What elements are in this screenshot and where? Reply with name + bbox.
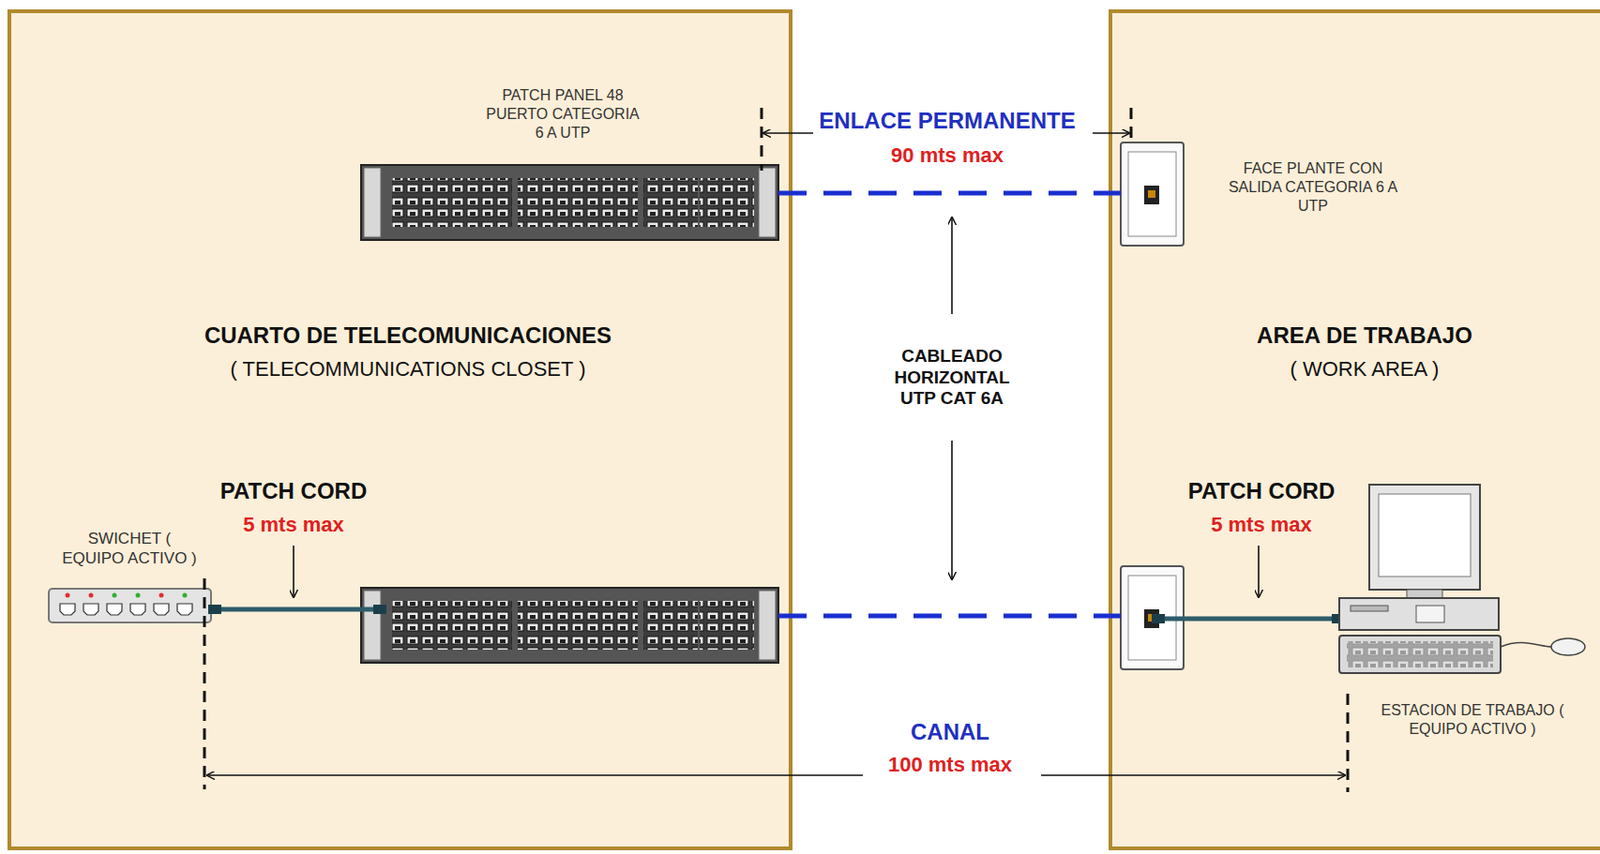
room-outline bbox=[9, 11, 791, 849]
faceplate bbox=[1120, 142, 1184, 246]
dimension-label: PATCH CORD bbox=[1182, 478, 1341, 506]
switch-node: SWICHET ( EQUIPO ACTIVO ) bbox=[48, 588, 212, 623]
dimension-label: 5 mts max bbox=[1205, 513, 1318, 538]
dimension-tick bbox=[204, 107, 1348, 793]
node-title: SWICHET ( EQUIPO ACTIVO ) bbox=[61, 528, 198, 570]
node-subtitle: ( TELECOMMUNICATIONS CLOSET ) bbox=[230, 356, 587, 383]
dimension-label: PATCH CORD bbox=[214, 478, 373, 506]
faceplate-node: FACE PLANTE CON SALIDA CATEGORIA 6 A UTP bbox=[1120, 142, 1184, 246]
patch-panel-node: PATCH PANEL 48 PUERTO CATEGORIA 6 A UTP bbox=[361, 165, 779, 241]
node-subtitle: ( WORK AREA ) bbox=[1290, 356, 1440, 383]
horizontal-cable bbox=[778, 193, 1121, 195]
room-region: CUARTO DE TELECOMUNICACIONES ( TELECOMMUN… bbox=[9, 11, 791, 849]
room-region: AREA DE TRABAJO ( WORK AREA ) FACE PLANTE … bbox=[1110, 11, 1600, 849]
dimension-arrow bbox=[207, 133, 1345, 776]
node-title: ESTACION DE TRABAJO ( EQUIPO ACTIVO ) bbox=[1378, 701, 1567, 740]
switch-icon bbox=[48, 588, 212, 623]
dimension-label: 90 mts max bbox=[885, 143, 1010, 168]
dimension-label: 100 mts max bbox=[882, 753, 1018, 778]
room-outline bbox=[1110, 11, 1600, 849]
patch-panel bbox=[361, 165, 779, 241]
horizontal-cable bbox=[778, 614, 1121, 619]
dimension-label: CABLEADO HORIZONTAL UTP CAT 6A bbox=[875, 346, 1028, 410]
node-title: FACE PLANTE CON SALIDA CATEGORIA 6 A UTP bbox=[1219, 159, 1407, 216]
patch-cord bbox=[1151, 614, 1345, 624]
node-title: AREA DE TRABAJO bbox=[1256, 321, 1473, 350]
patch-panel bbox=[361, 588, 779, 664]
workstation-node: ESTACION DE TRABAJO ( EQUIPO ACTIVO ) bbox=[1336, 483, 1506, 676]
dimension-label: ENLACE PERMANENTE bbox=[813, 107, 1081, 136]
dimension-label: 5 mts max bbox=[237, 513, 350, 538]
computer-icon bbox=[1339, 484, 1585, 674]
node-title: CUARTO DE TELECOMUNICACIONES bbox=[204, 321, 612, 350]
node-title: PATCH PANEL 48 PUERTO CATEGORIA 6 A UTP bbox=[481, 86, 646, 143]
patch-cord bbox=[208, 604, 387, 615]
dimension-label: CANAL bbox=[905, 719, 996, 747]
